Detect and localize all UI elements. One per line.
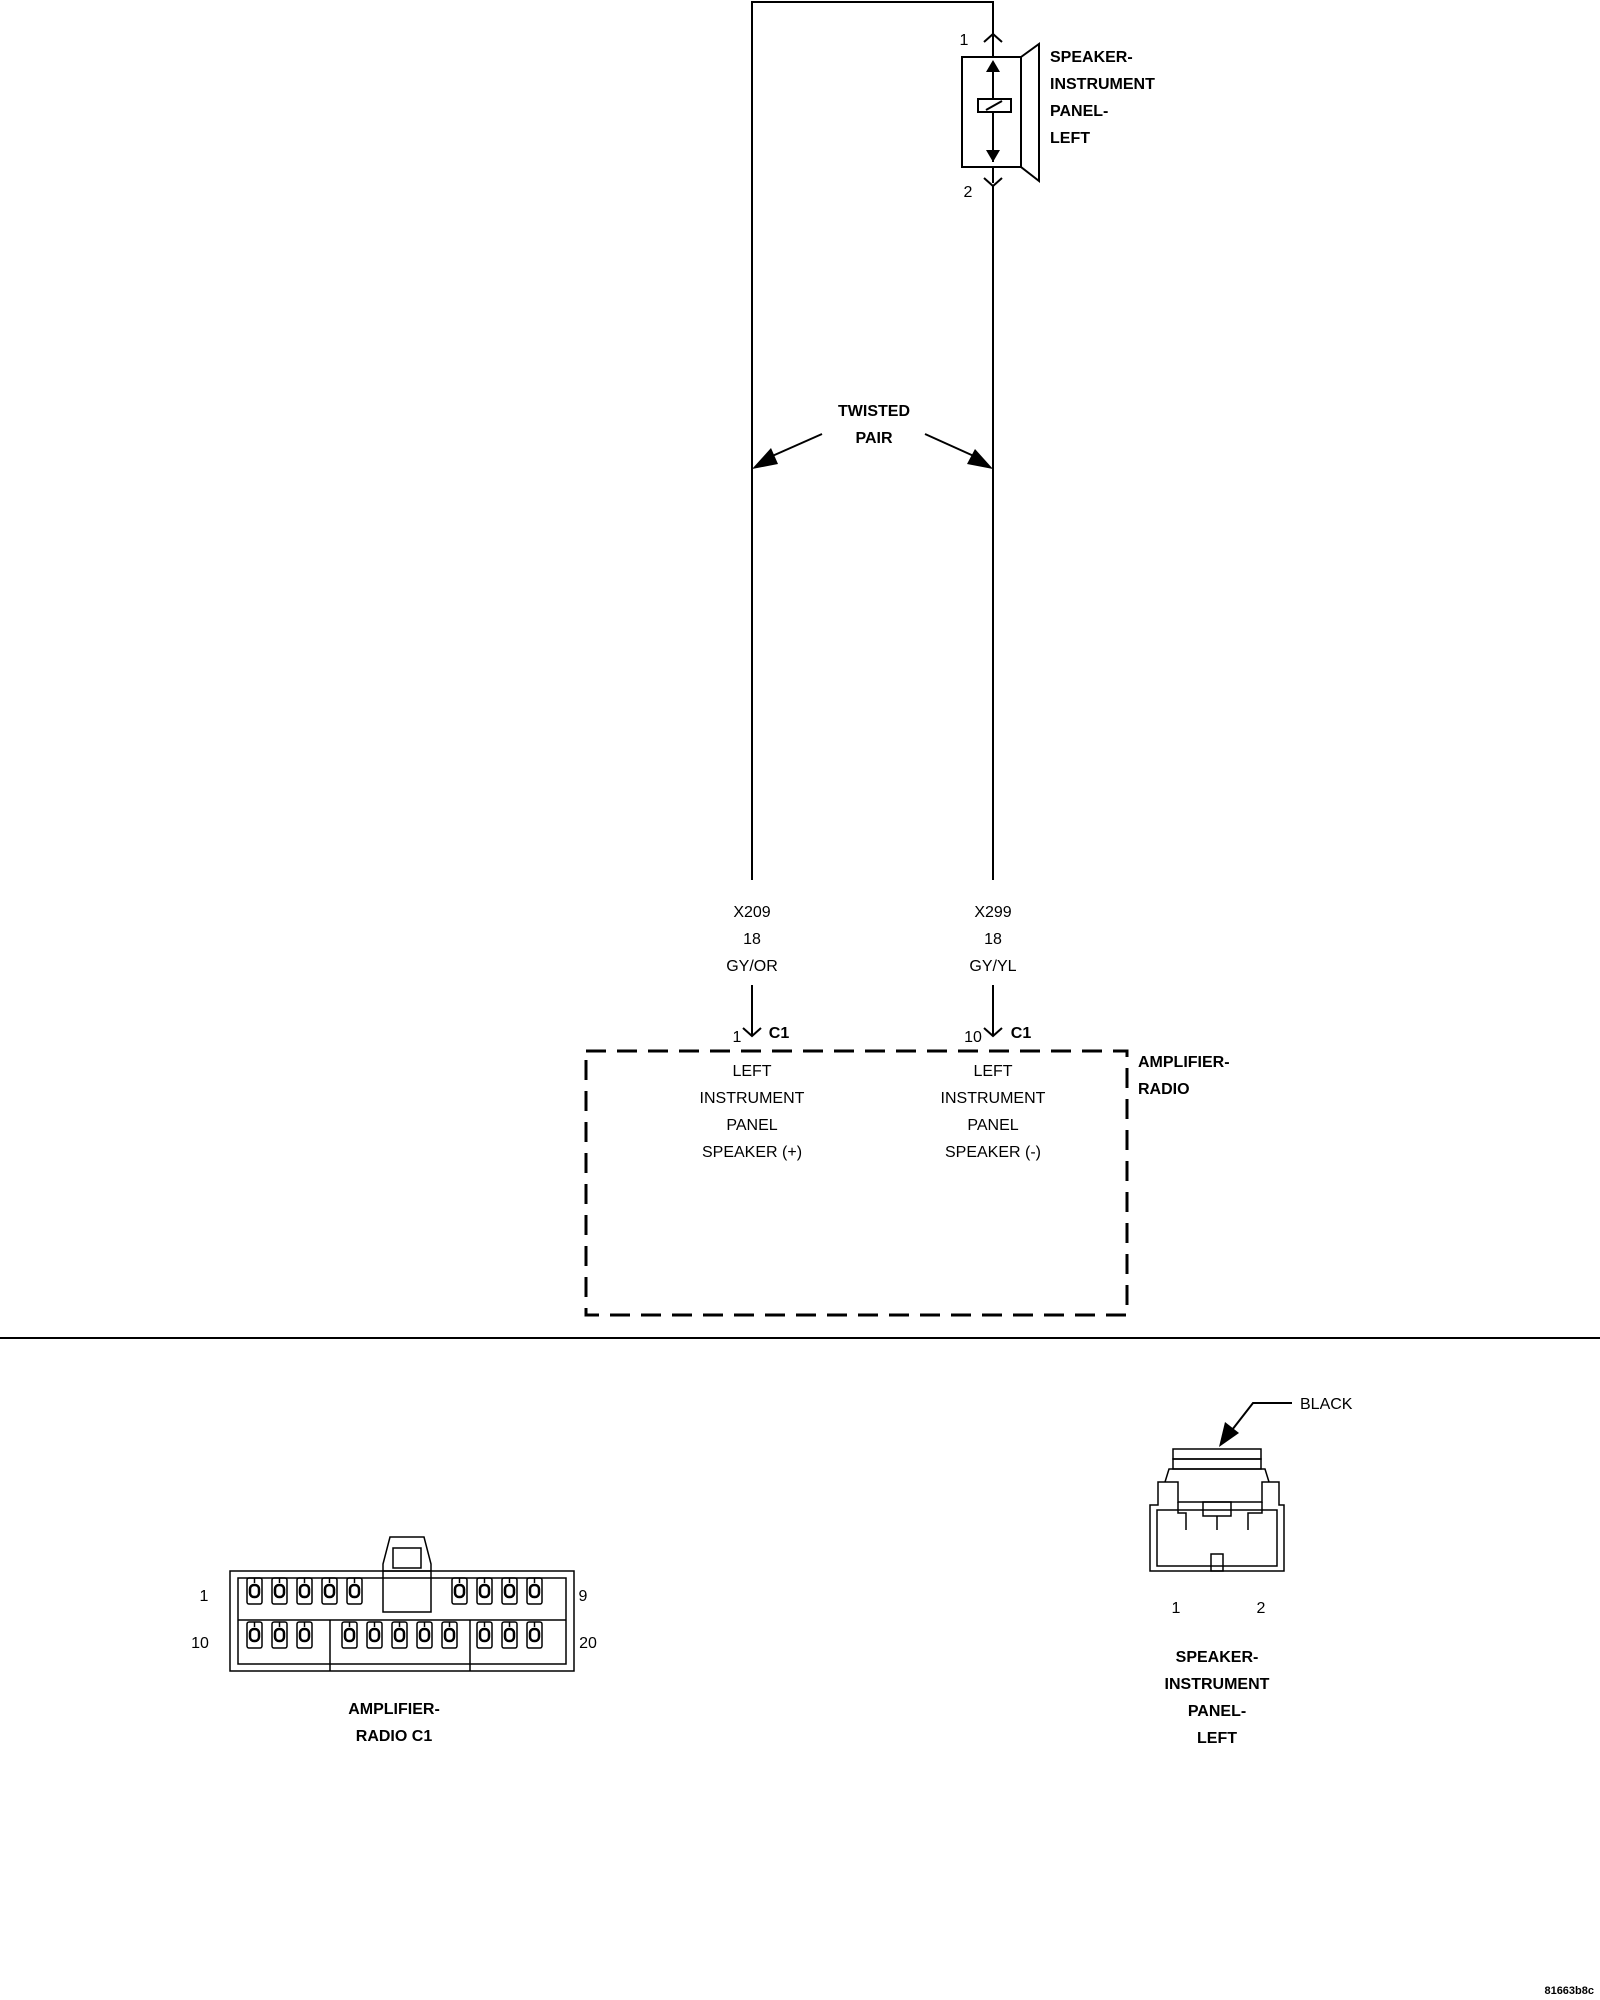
svg-text:SPEAKER-: SPEAKER- <box>1176 1649 1259 1666</box>
amplifier-radio-box <box>584 1049 1129 1317</box>
svg-text:GY/OR: GY/OR <box>726 958 778 975</box>
speaker-component-label: SPEAKER- INSTRUMENT PANEL- LEFT <box>1050 49 1155 147</box>
svg-text:TWISTED: TWISTED <box>838 403 910 420</box>
svg-text:SPEAKER-: SPEAKER- <box>1050 49 1133 66</box>
svg-text:X299: X299 <box>974 904 1011 921</box>
twisted-pair-label: TWISTED PAIR <box>838 403 910 447</box>
wire-gy-or <box>751 1 994 880</box>
svg-text:18: 18 <box>743 931 761 948</box>
svg-text:18: 18 <box>984 931 1002 948</box>
speaker-connector-color-callout <box>1219 1402 1292 1447</box>
amp-c1-pin10-terminal <box>983 985 1003 1038</box>
svg-text:LEFT: LEFT <box>1050 130 1090 147</box>
amp-pin1-label: 1 <box>733 1029 742 1046</box>
svg-text:RADIO C1: RADIO C1 <box>356 1728 433 1745</box>
svg-text:SPEAKER (+): SPEAKER (+) <box>702 1144 802 1161</box>
amp-pin-label-20: 20 <box>579 1635 597 1652</box>
svg-text:INSTRUMENT: INSTRUMENT <box>1165 1676 1270 1693</box>
svg-text:INSTRUMENT: INSTRUMENT <box>941 1090 1046 1107</box>
speaker-pin-bottom-label: 2 <box>964 184 973 201</box>
wire-label-x299: X299 18 GY/YL <box>969 904 1016 975</box>
amp-pin10-connector-label: C1 <box>1011 1025 1032 1042</box>
amp-pin-label-1: 1 <box>200 1588 209 1605</box>
svg-text:LEFT: LEFT <box>732 1063 771 1080</box>
figure-id: 81663b8c <box>1544 1985 1594 1997</box>
speaker-pin-top-label: 1 <box>960 32 969 49</box>
svg-text:PANEL: PANEL <box>967 1117 1018 1134</box>
svg-text:PANEL: PANEL <box>726 1117 777 1134</box>
amp-pin10-label: 10 <box>964 1029 982 1046</box>
svg-text:RADIO: RADIO <box>1138 1081 1190 1098</box>
svg-text:X209: X209 <box>733 904 770 921</box>
twisted-pair-arrows <box>752 433 993 469</box>
speaker-connector-color-label: BLACK <box>1300 1396 1353 1413</box>
pin1-function-label: LEFT INSTRUMENT PANEL SPEAKER (+) <box>700 1063 805 1161</box>
speaker-connector-view <box>1149 1448 1285 1572</box>
svg-text:PAIR: PAIR <box>855 430 892 447</box>
svg-text:GY/YL: GY/YL <box>969 958 1016 975</box>
svg-text:AMPLIFIER-: AMPLIFIER- <box>1138 1054 1230 1071</box>
speaker-connector-pin-1: 1 <box>1172 1600 1181 1617</box>
amplifier-component-label: AMPLIFIER- RADIO <box>1138 1054 1230 1098</box>
amp-pin-label-10: 10 <box>191 1635 209 1652</box>
svg-text:LEFT: LEFT <box>973 1063 1012 1080</box>
amp-c1-pin1-terminal <box>742 985 762 1038</box>
speaker-connector-view-label: SPEAKER- INSTRUMENT PANEL- LEFT <box>1165 1649 1270 1747</box>
speaker-connector-pin-2: 2 <box>1257 1600 1266 1617</box>
svg-text:INSTRUMENT: INSTRUMENT <box>1050 76 1155 93</box>
svg-text:INSTRUMENT: INSTRUMENT <box>700 1090 805 1107</box>
svg-text:PANEL-: PANEL- <box>1188 1703 1246 1720</box>
speaker-symbol <box>961 32 1040 188</box>
amp-connector-view-label: AMPLIFIER- RADIO C1 <box>348 1701 440 1745</box>
amp-c1-connector-view <box>229 1536 575 1672</box>
svg-text:AMPLIFIER-: AMPLIFIER- <box>348 1701 440 1718</box>
pin10-function-label: LEFT INSTRUMENT PANEL SPEAKER (-) <box>941 1063 1046 1161</box>
svg-text:LEFT: LEFT <box>1197 1730 1237 1747</box>
svg-text:PANEL-: PANEL- <box>1050 103 1108 120</box>
svg-text:SPEAKER (-): SPEAKER (-) <box>945 1144 1041 1161</box>
amp-pin1-connector-label: C1 <box>769 1025 790 1042</box>
wire-label-x209: X209 18 GY/OR <box>726 904 778 975</box>
amp-pin-label-9: 9 <box>579 1588 588 1605</box>
